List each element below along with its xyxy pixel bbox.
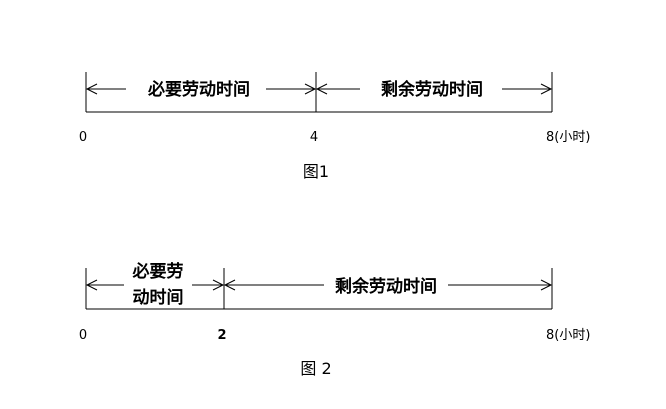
fig1-necessary-arrow-right <box>304 83 317 95</box>
fig2-tick-end: 8(小时) <box>546 328 590 343</box>
fig1-tick-start: 0 <box>79 130 87 145</box>
fig1-tick-mid: 4 <box>310 130 318 145</box>
figure-1: 必要劳动时间 剩余劳动时间 0 4 8(小时) 图1 <box>79 72 590 181</box>
fig1-surplus-arrow-right <box>540 83 553 95</box>
fig2-necessary-arrow-left <box>85 279 98 291</box>
fig1-surplus-arrow-left <box>315 83 328 95</box>
fig2-necessary-arrow-right <box>212 279 225 291</box>
fig1-caption: 图1 <box>303 162 329 181</box>
fig2-caption: 图 2 <box>300 359 331 378</box>
fig2-tick-start: 0 <box>79 328 87 343</box>
fig2-tick-mid: 2 <box>217 328 226 343</box>
fig1-surplus-label: 剩余劳动时间 <box>381 79 483 100</box>
fig1-tick-end: 8(小时) <box>546 130 590 145</box>
fig2-surplus-arrow-right <box>540 279 553 291</box>
fig2-surplus-arrow-left <box>223 279 236 291</box>
fig1-necessary-arrow-left <box>85 83 98 95</box>
fig2-surplus-label: 剩余劳动时间 <box>335 276 437 297</box>
fig2-necessary-label-line1: 必要劳 <box>132 261 184 282</box>
fig1-necessary-label: 必要劳动时间 <box>147 79 250 100</box>
figure-2: 必要劳 动时间 剩余劳动时间 0 2 8(小时) 图 2 <box>79 261 591 378</box>
fig2-necessary-label-line2: 动时间 <box>133 287 184 308</box>
